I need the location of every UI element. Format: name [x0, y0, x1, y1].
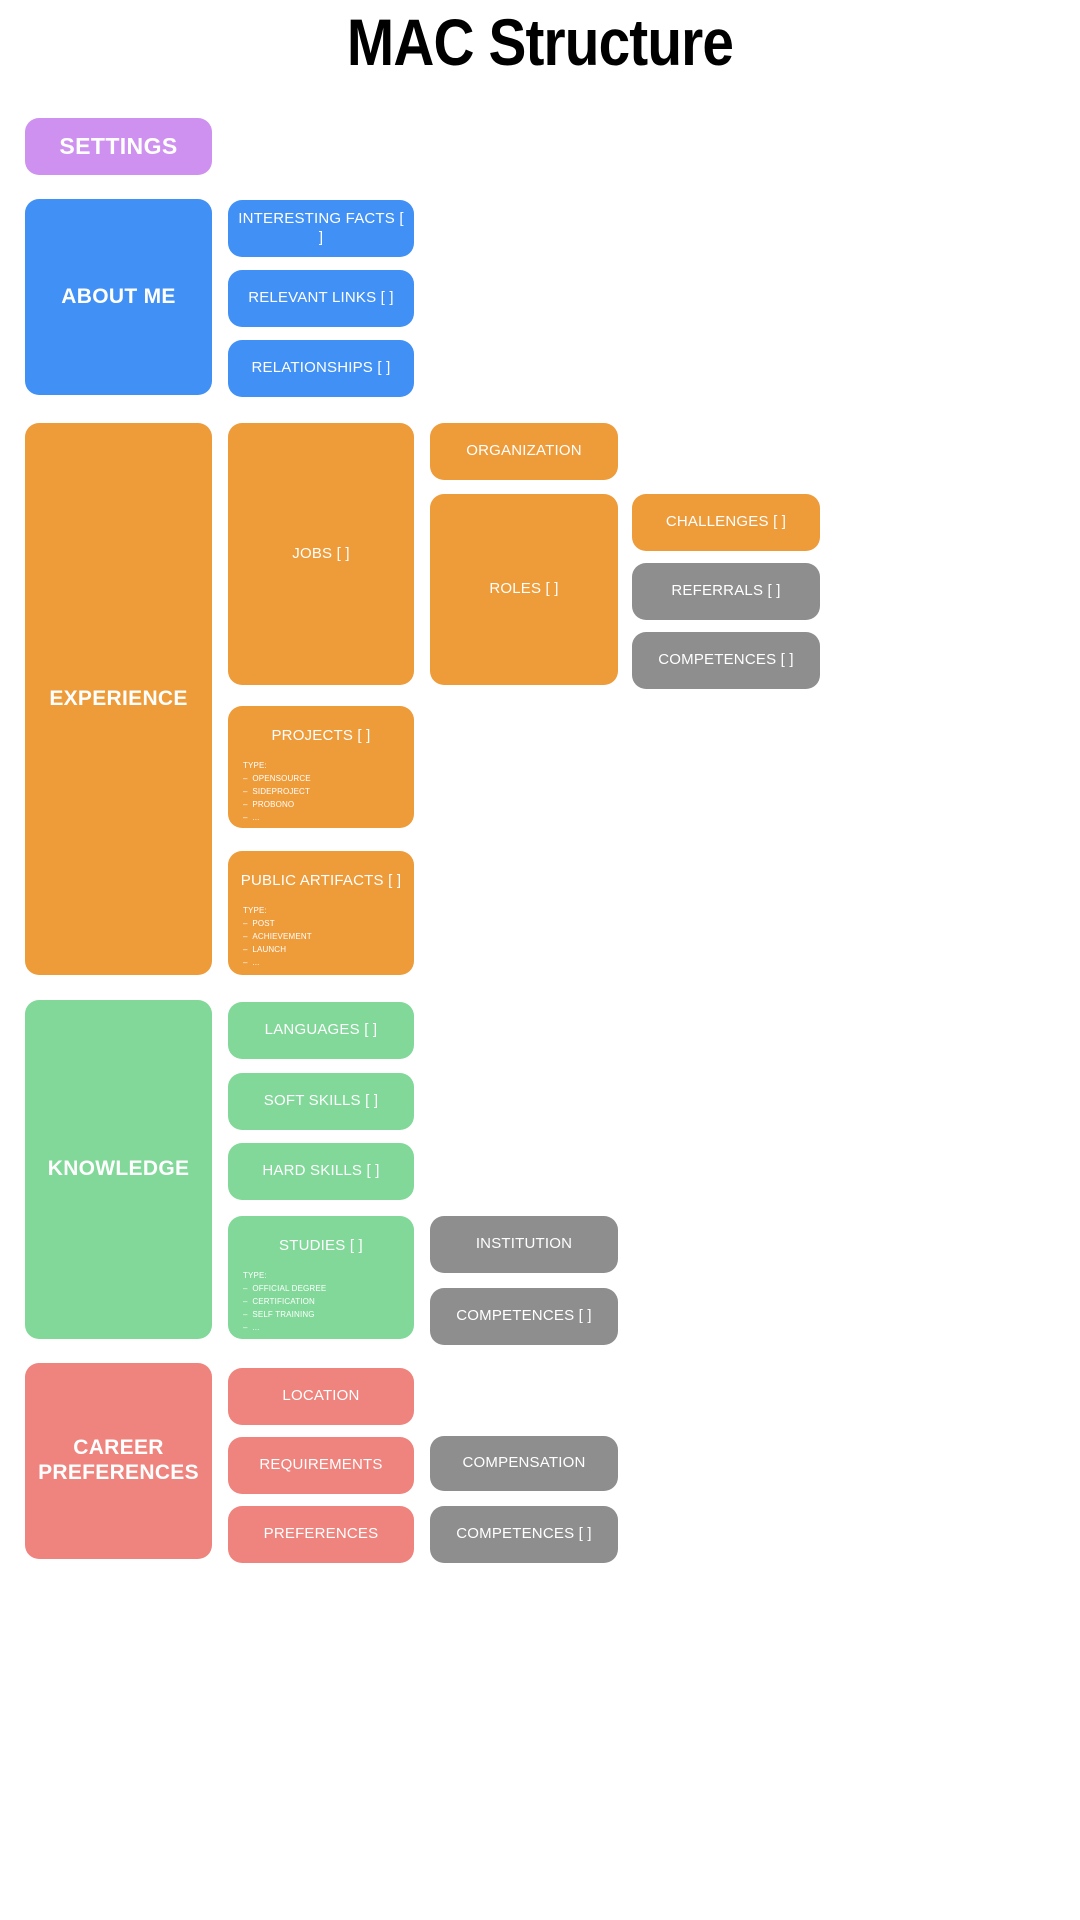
- career-preferences-label-line1: CAREER: [73, 1436, 164, 1460]
- knowledge-languages[interactable]: LANGUAGES [ ]: [228, 1002, 414, 1059]
- category-experience[interactable]: EXPERIENCE: [25, 423, 212, 975]
- about-me-relationships[interactable]: RELATIONSHIPS [ ]: [228, 340, 414, 397]
- experience-public-artifacts[interactable]: PUBLIC ARTIFACTS [ ] TYPE: POST ACHIEVEM…: [228, 851, 414, 975]
- experience-organization[interactable]: ORGANIZATION: [430, 423, 618, 480]
- experience-public-artifacts-label: PUBLIC ARTIFACTS [ ]: [240, 872, 402, 889]
- knowledge-competences[interactable]: COMPETENCES [ ]: [430, 1288, 618, 1345]
- career-preferences-compensation[interactable]: COMPENSATION: [430, 1436, 618, 1491]
- career-preferences-competences[interactable]: COMPETENCES [ ]: [430, 1506, 618, 1563]
- page-title: MAC Structure: [346, 5, 734, 79]
- about-me-interesting-facts[interactable]: INTERESTING FACTS [ ]: [228, 200, 414, 257]
- category-about-me[interactable]: ABOUT ME: [25, 199, 212, 395]
- knowledge-studies[interactable]: STUDIES [ ] TYPE: OFFICIAL DEGREE CERTIF…: [228, 1216, 414, 1339]
- career-preferences-location[interactable]: LOCATION: [228, 1368, 414, 1425]
- experience-projects-types: TYPE: OPENSOURCE SIDEPROJECT PROBONO ...: [228, 760, 414, 825]
- experience-competences[interactable]: COMPETENCES [ ]: [632, 632, 820, 689]
- category-career-preferences[interactable]: CAREER PREFERENCES: [25, 1363, 212, 1559]
- experience-projects[interactable]: PROJECTS [ ] TYPE: OPENSOURCE SIDEPROJEC…: [228, 706, 414, 828]
- experience-projects-label: PROJECTS [ ]: [271, 727, 371, 744]
- category-knowledge[interactable]: KNOWLEDGE: [25, 1000, 212, 1339]
- experience-roles[interactable]: ROLES [ ]: [430, 494, 618, 685]
- knowledge-hard-skills[interactable]: HARD SKILLS [ ]: [228, 1143, 414, 1200]
- knowledge-institution[interactable]: INSTITUTION: [430, 1216, 618, 1273]
- career-preferences-preferences[interactable]: PREFERENCES: [228, 1506, 414, 1563]
- knowledge-studies-label: STUDIES [ ]: [279, 1237, 363, 1254]
- experience-jobs[interactable]: JOBS [ ]: [228, 423, 414, 685]
- knowledge-studies-types: TYPE: OFFICIAL DEGREE CERTIFICATION SELF…: [228, 1270, 414, 1335]
- career-preferences-requirements[interactable]: REQUIREMENTS: [228, 1437, 414, 1494]
- experience-public-artifacts-types: TYPE: POST ACHIEVEMENT LAUNCH ...: [228, 905, 414, 970]
- experience-challenges[interactable]: CHALLENGES [ ]: [632, 494, 820, 551]
- experience-referrals[interactable]: REFERRALS [ ]: [632, 563, 820, 620]
- about-me-relevant-links[interactable]: RELEVANT LINKS [ ]: [228, 270, 414, 327]
- career-preferences-label-line2: PREFERENCES: [38, 1461, 199, 1484]
- knowledge-soft-skills[interactable]: SOFT SKILLS [ ]: [228, 1073, 414, 1130]
- category-settings[interactable]: SETTINGS: [25, 118, 212, 175]
